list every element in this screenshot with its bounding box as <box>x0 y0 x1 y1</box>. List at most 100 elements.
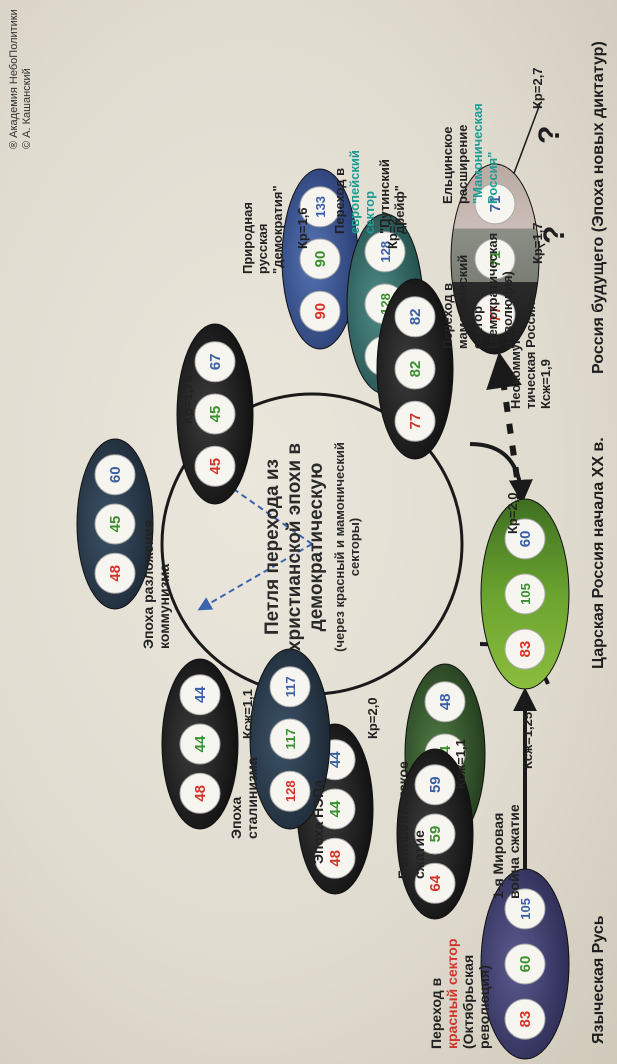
era-node-pagan: 83 60 105 <box>480 868 570 1060</box>
value-bubble <box>299 290 341 332</box>
label-tsar: Царская Россия начала XX в. <box>590 437 607 669</box>
label-oct-accent: красный сектор <box>444 938 460 1049</box>
value-bubble <box>314 837 356 879</box>
pointer-line <box>509 103 541 185</box>
label-oct-prefix: Переход в <box>428 977 444 1049</box>
value-text: 44 <box>327 800 344 817</box>
value-text: 45 <box>207 458 224 475</box>
value-bubble <box>194 341 236 383</box>
value-text: 64 <box>427 874 444 891</box>
question-mark-1: ? <box>538 225 571 244</box>
value-bubble <box>269 718 311 760</box>
value-text: 82 <box>407 308 424 325</box>
blue-dashed-arrow <box>202 467 313 545</box>
value-text: 45 <box>207 406 224 423</box>
copyright-line-1: ® Академия НебоПолитики <box>8 9 20 149</box>
value-text: 44 <box>192 735 209 752</box>
era-node-yeltsin: 90 90 133 <box>281 168 359 350</box>
label-euro: Переход в европейский сектор "Путинский … <box>332 114 407 234</box>
era-node-future: 77 71 71 <box>450 163 540 355</box>
value-text: 45 <box>107 516 124 533</box>
value-text: 48 <box>192 785 209 802</box>
value-bubble <box>364 231 406 273</box>
label-oct: Переход в красный сектор (Октябрьская ре… <box>428 919 492 1049</box>
value-text: 128 <box>378 241 393 263</box>
value-text: 83 <box>517 641 534 658</box>
value-text: 117 <box>283 729 298 750</box>
value-bubble <box>269 770 311 812</box>
value-bubble <box>394 348 436 390</box>
value-bubble <box>414 862 456 904</box>
era-node-oct: 64 59 59 <box>396 748 474 920</box>
era-ellipses: 8360105831056077717167844864595948444412… <box>76 163 570 1060</box>
value-text: 83 <box>517 1011 534 1028</box>
value-bubble <box>414 764 456 806</box>
value-text: 77 <box>487 306 504 323</box>
label-euro-accent: европейский сектор <box>347 150 377 234</box>
value-bubble <box>179 772 221 814</box>
value-text: 48 <box>327 850 344 867</box>
value-bubble <box>474 238 516 280</box>
value-bubble <box>94 503 136 545</box>
coef-kr-27: Кр=2,7 <box>530 67 545 109</box>
coef-kr-16: Кр=1,6 <box>295 207 310 249</box>
value-bubble <box>394 296 436 338</box>
value-text: 71 <box>487 251 504 268</box>
value-bubble <box>504 998 546 1040</box>
value-text: 133 <box>313 196 328 218</box>
value-bubble <box>504 573 546 615</box>
label-yeltsin-accent: "Мамоническая Россия" <box>470 103 500 204</box>
coef-ksz-125: Ксж=1,25 <box>520 711 535 769</box>
value-bubble <box>414 813 456 855</box>
center-loop-caption: Петля перехода из христианской эпохи в д… <box>262 422 362 672</box>
value-bubble <box>299 186 341 228</box>
value-bubble <box>504 888 546 930</box>
value-bubble <box>94 552 136 594</box>
label-stalin: Эпоха сталинизма <box>228 757 260 839</box>
value-bubble <box>504 518 546 560</box>
value-text: 117 <box>283 676 298 697</box>
value-text: 90 <box>312 251 329 268</box>
value-bubble <box>179 674 221 716</box>
center-title: Петля перехода из христианской эпохи в д… <box>262 442 327 652</box>
value-bubble <box>269 666 311 708</box>
label-euro-prefix: Переход в <box>332 167 347 234</box>
value-bubble <box>474 293 516 335</box>
value-text: 60 <box>107 466 124 483</box>
value-text: 60 <box>517 956 534 973</box>
value-bubble <box>94 454 136 496</box>
label-nep: Эпоха НЭПа <box>310 780 326 864</box>
value-text: 44 <box>192 686 209 703</box>
value-text: 60 <box>517 531 534 548</box>
value-text: 71 <box>487 196 504 213</box>
value-text: 105 <box>518 898 533 920</box>
coef-kr-2: Кр=2 <box>385 218 400 249</box>
value-text: 128 <box>283 780 298 802</box>
value-bubble <box>194 445 236 487</box>
value-text: 59 <box>427 776 444 793</box>
value-bubble <box>179 723 221 765</box>
value-bubble <box>504 943 546 985</box>
value-bubble <box>194 393 236 435</box>
coef-kr-175: Кр=1,75 <box>180 375 195 424</box>
blue-dashed-arrow <box>197 543 313 611</box>
label-bolsh: Большевистское сжатие <box>395 761 427 879</box>
label-pagan: Языческая Русь <box>590 915 607 1044</box>
value-bubble <box>394 400 436 442</box>
label-ww1: 1-я Мировая война сжатие <box>490 804 522 899</box>
coef-kr-20-nep: Кр=2,0 <box>365 697 380 739</box>
center-subtitle: (через красный и мамонический секторы) <box>332 442 362 652</box>
value-text: 59 <box>427 826 444 843</box>
value-text: 90 <box>312 303 329 320</box>
era-node-stalin: 48 44 44 <box>161 658 239 830</box>
value-text: 82 <box>407 361 424 378</box>
value-bubble <box>299 238 341 280</box>
coef-neocom: Неокоммунис-тическая Россия Ксж=1,9 <box>508 301 553 409</box>
value-text: 44 <box>327 751 344 768</box>
label-yeltsin: Ельцинское расширение "Мамоническая Росс… <box>440 94 500 204</box>
